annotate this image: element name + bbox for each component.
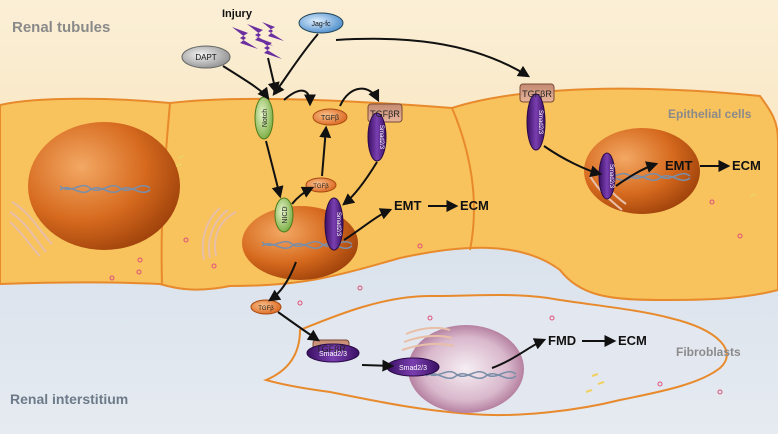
injury-label: Injury	[222, 8, 253, 20]
ecm-label-3: ECM	[618, 333, 647, 348]
region-label-epithelial: Epithelial cells	[668, 107, 752, 121]
region-label-fibroblasts: Fibroblasts	[676, 345, 741, 359]
jag-fc-icon	[298, 12, 344, 34]
injury-lightning-icon	[232, 22, 284, 59]
jag-fc-label: Jag-fc	[311, 21, 331, 28]
fibroblast-nucleus	[408, 325, 524, 413]
nicd-label: NICD	[282, 206, 289, 223]
tgfbr-label-1: TGFβR	[370, 109, 400, 119]
smad-oval-2	[526, 93, 546, 151]
smad-label-4: Smad2/3	[608, 164, 614, 189]
fmd-label: FMD	[548, 333, 576, 348]
epithelial-cell-band	[0, 87, 778, 302]
smad-label-2: Smad2/3	[537, 110, 543, 135]
tgfbr-label-3: TGFβR	[316, 344, 346, 354]
ecm-label-1: ECM	[460, 198, 489, 213]
smad-oval-5	[306, 343, 360, 363]
smad-label-3: Smad2/3	[335, 212, 341, 237]
tgfb-oval-3	[250, 299, 282, 315]
tgfb-oval-1	[312, 108, 348, 126]
dapt-label: DAPT	[195, 53, 216, 62]
pathway-arrows	[222, 33, 731, 372]
notch-label: Notch	[262, 109, 269, 127]
nucleus-left	[28, 122, 180, 250]
vesicle-dots	[109, 199, 743, 395]
region-label-interstitium: Renal interstitium	[10, 391, 128, 407]
smad-label-5: Smad2/3	[319, 351, 347, 358]
region-label-tubules: Renal tubules	[12, 19, 110, 36]
ecm-dashes	[175, 155, 757, 393]
dapt-icon	[181, 45, 231, 69]
emt-label-2: EMT	[665, 158, 693, 173]
smad-label-1: Smad2/3	[378, 125, 384, 150]
smad-oval-3	[324, 197, 344, 251]
tgfb-label-2: TGFβ	[313, 184, 329, 190]
tgfb-label-1: TGFβ	[321, 115, 339, 122]
emt-label-1: EMT	[394, 198, 422, 213]
nicd-icon	[274, 197, 294, 233]
cell-boundary-right	[451, 107, 475, 251]
smad-oval-1	[367, 112, 387, 162]
smad-label-6: Smad2/3	[399, 365, 427, 372]
ecm-label-2: ECM	[732, 158, 761, 173]
tgfb-label-3: TGFβ	[258, 306, 274, 312]
dna-strands	[59, 172, 691, 379]
tgfbr-label-2: TGFβR	[522, 89, 552, 99]
